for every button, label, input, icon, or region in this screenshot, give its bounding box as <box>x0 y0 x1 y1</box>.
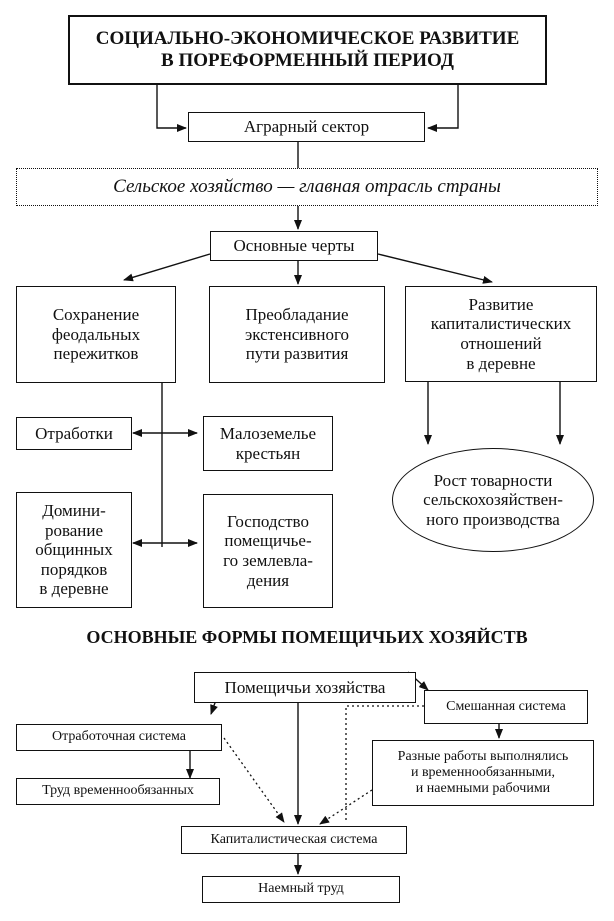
capitalist-system-label: Капиталистическая система <box>210 831 378 847</box>
temp-obliged-labor-box: Труд временнообязанных <box>16 778 220 805</box>
feature-capitalist-development-label: Развитие капиталистических отношений в д… <box>430 294 572 373</box>
temp-obliged-labor-label: Труд временнообязанных <box>42 783 194 799</box>
otrabotki-box: Отработки <box>16 417 132 450</box>
labor-system-box: Отработочная система <box>16 724 222 751</box>
mixed-system-label: Смешанная система <box>446 698 566 714</box>
main-title-box: СОЦИАЛЬНО-ЭКОНОМИЧЕСКОЕ РАЗВИТИЕ В ПОРЕФ… <box>68 15 547 85</box>
agriculture-label: Сельское хозяйство — главная отрасль стр… <box>113 176 501 198</box>
feature-feudal-remnants-label: Сохранение феодальных пережитков <box>51 305 141 364</box>
forms-heading: ОСНОВНЫЕ ФОРМЫ ПОМЕЩИЧЬИХ ХОЗЯЙСТВ <box>86 627 528 647</box>
hired-labor-box: Наемный труд <box>202 876 400 903</box>
community-dominance-box: Домини- рование общинных порядков в дере… <box>16 492 132 608</box>
main-features-label: Основные черты <box>233 236 355 256</box>
agrarian-sector-label: Аграрный сектор <box>243 117 370 137</box>
feature-capitalist-development: Развитие капиталистических отношений в д… <box>405 286 597 382</box>
hired-labor-label: Наемный труд <box>258 881 344 897</box>
agrarian-sector-box: Аграрный сектор <box>188 112 425 142</box>
agriculture-box: Сельское хозяйство — главная отрасль стр… <box>16 168 598 206</box>
mixed-system-box: Смешанная система <box>424 690 588 724</box>
various-work-label: Разные работы выполнялись и временнообяз… <box>397 748 569 797</box>
commodity-growth-label: Рост товарности сельскохозяйствен- ного … <box>423 470 563 529</box>
various-work-box: Разные работы выполнялись и временнообяз… <box>372 740 594 806</box>
malozemelye-box: Малоземелье крестьян <box>203 416 333 471</box>
malozemelye-label: Малоземелье крестьян <box>219 423 317 463</box>
capitalist-system-box: Капиталистическая система <box>181 826 407 854</box>
otrabotki-label: Отработки <box>35 423 113 443</box>
labor-system-label: Отработочная система <box>51 729 187 745</box>
feature-extensive-path: Преобладание экстенсивного пути развития <box>209 286 385 383</box>
feature-feudal-remnants: Сохранение феодальных пережитков <box>16 286 176 383</box>
feature-extensive-path-label: Преобладание экстенсивного пути развития <box>244 305 350 364</box>
commodity-growth-oval: Рост товарности сельскохозяйствен- ного … <box>392 448 594 552</box>
community-dominance-label: Домини- рование общинных порядков в дере… <box>35 501 113 599</box>
landlord-farms-box: Помещичьи хозяйства <box>194 672 416 703</box>
landlord-dominance-box: Господство помещичье- го землевла- дения <box>203 494 333 608</box>
landlord-farms-label: Помещичьи хозяйства <box>224 677 386 697</box>
main-title: СОЦИАЛЬНО-ЭКОНОМИЧЕСКОЕ РАЗВИТИЕ В ПОРЕФ… <box>95 28 520 71</box>
main-features-box: Основные черты <box>210 231 378 261</box>
landlord-dominance-label: Господство помещичье- го землевла- дения <box>223 511 313 590</box>
